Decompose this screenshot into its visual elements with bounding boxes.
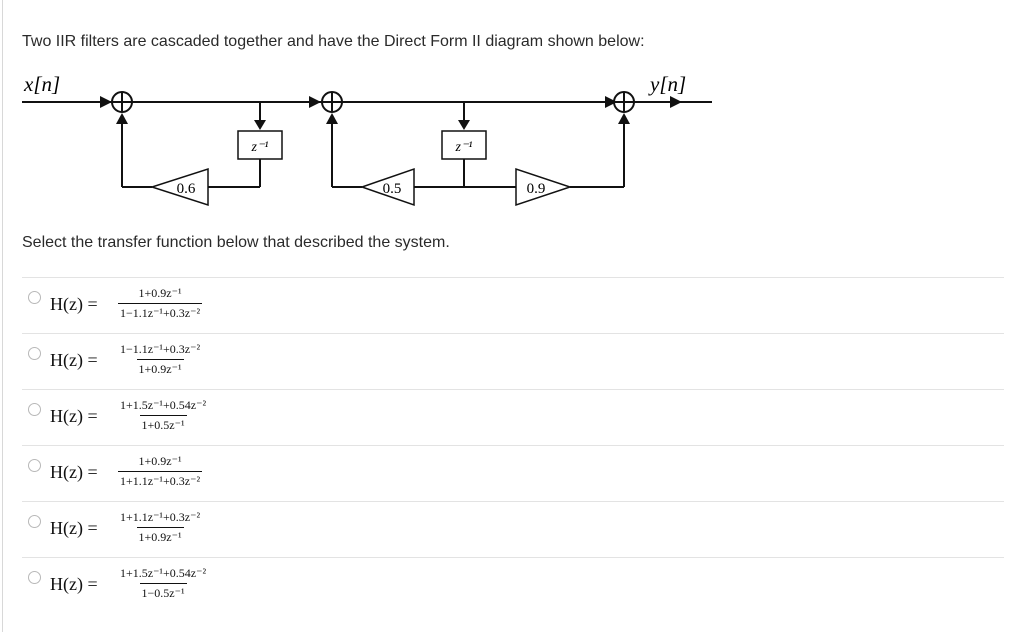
arrow-icon xyxy=(254,120,266,130)
transfer-function-fraction: 1−1.1z⁻¹+0.3z⁻² 1+0.9z⁻¹ xyxy=(118,342,202,377)
transfer-function-lhs: H(z) = xyxy=(50,518,98,538)
answer-option[interactable]: H(z) = 1+1.1z⁻¹+0.3z⁻² 1+0.9z⁻¹ xyxy=(22,501,1004,557)
gain-triangle-2 xyxy=(359,167,415,207)
transfer-function-lhs: H(z) = xyxy=(50,350,98,370)
radio-button[interactable] xyxy=(28,403,41,416)
radio-button[interactable] xyxy=(28,515,41,528)
numerator: 1+1.5z⁻¹+0.54z⁻² xyxy=(120,398,207,412)
gain-triangle-1 xyxy=(149,167,209,207)
transfer-function-fraction: 1+0.9z⁻¹ 1+1.1z⁻¹+0.3z⁻² xyxy=(118,454,203,489)
transfer-function-lhs: H(z) = xyxy=(50,406,98,426)
transfer-function-lhs: H(z) = xyxy=(50,574,98,594)
transfer-function-fraction: 1+1.5z⁻¹+0.54z⁻² 1−0.5z⁻¹ xyxy=(118,566,208,601)
radio-button[interactable] xyxy=(28,291,41,304)
denominator: 1+1.1z⁻¹+0.3z⁻² xyxy=(118,471,203,489)
denominator: 1−1.1z⁻¹+0.3z⁻² xyxy=(118,303,203,321)
denominator: 1+0.5z⁻¹ xyxy=(139,415,187,433)
numerator: 1+0.9z⁻¹ xyxy=(138,454,182,468)
arrow-icon xyxy=(116,113,128,124)
answer-option[interactable]: H(z) = 1+1.5z⁻¹+0.54z⁻² 1+0.5z⁻¹ xyxy=(22,389,1004,445)
gain-label-1: 0.6 xyxy=(177,181,196,197)
radio-button[interactable] xyxy=(28,459,41,472)
adder-2 xyxy=(321,91,343,113)
denominator: 1+0.9z⁻¹ xyxy=(136,527,184,545)
numerator: 1−1.1z⁻¹+0.3z⁻² xyxy=(120,342,201,356)
numerator: 1+1.1z⁻¹+0.3z⁻² xyxy=(120,510,201,524)
answer-option[interactable]: H(z) = 1−1.1z⁻¹+0.3z⁻² 1+0.9z⁻¹ xyxy=(22,333,1004,389)
transfer-function-lhs: H(z) = xyxy=(50,294,98,314)
arrow-icon xyxy=(458,120,470,130)
answer-option[interactable]: H(z) = 1+0.9z⁻¹ 1−1.1z⁻¹+0.3z⁻² xyxy=(22,277,1004,333)
gain-triangle-3 xyxy=(515,167,573,207)
transfer-function-fraction: 1+1.5z⁻¹+0.54z⁻² 1+0.5z⁻¹ xyxy=(118,398,208,433)
answer-options: H(z) = 1+0.9z⁻¹ 1−1.1z⁻¹+0.3z⁻² H(z) = 1… xyxy=(22,277,1004,613)
arrow-icon xyxy=(605,96,617,108)
arrow-icon xyxy=(309,96,321,108)
direct-form-ii-diagram: z⁻¹ 0.6 z⁻¹ 0.5 0.9 x[n] y[n] xyxy=(22,72,712,207)
arrow-icon xyxy=(326,113,338,124)
radio-button[interactable] xyxy=(28,571,41,584)
radio-button[interactable] xyxy=(28,347,41,360)
gain-label-3: 0.9 xyxy=(527,181,546,197)
answer-option[interactable]: H(z) = 1+1.5z⁻¹+0.54z⁻² 1−0.5z⁻¹ xyxy=(22,557,1004,613)
numerator: 1+1.5z⁻¹+0.54z⁻² xyxy=(120,566,207,580)
frame-border xyxy=(2,0,3,632)
arrow-icon xyxy=(670,96,682,108)
transfer-function-lhs: H(z) = xyxy=(50,462,98,482)
prompt-text: Select the transfer function below that … xyxy=(22,234,450,251)
gain-label-2: 0.5 xyxy=(383,181,402,197)
adder-3 xyxy=(613,91,635,113)
arrow-icon xyxy=(618,113,630,124)
delay-label-2: z⁻¹ xyxy=(454,140,472,155)
answer-option[interactable]: H(z) = 1+0.9z⁻¹ 1+1.1z⁻¹+0.3z⁻² xyxy=(22,445,1004,501)
transfer-function-fraction: 1+1.1z⁻¹+0.3z⁻² 1+0.9z⁻¹ xyxy=(118,510,202,545)
input-label: x[n] xyxy=(23,72,60,96)
arrow-icon xyxy=(100,96,112,108)
delay-label-1: z⁻¹ xyxy=(250,140,268,155)
transfer-function-fraction: 1+0.9z⁻¹ 1−1.1z⁻¹+0.3z⁻² xyxy=(118,286,203,321)
adder-1 xyxy=(111,91,133,113)
denominator: 1+0.9z⁻¹ xyxy=(136,359,184,377)
delay-block-1 xyxy=(237,130,283,160)
denominator: 1−0.5z⁻¹ xyxy=(139,583,187,601)
numerator: 1+0.9z⁻¹ xyxy=(138,286,182,300)
output-label: y[n] xyxy=(648,72,686,96)
question-text: Two IIR filters are cascaded together an… xyxy=(22,33,645,50)
